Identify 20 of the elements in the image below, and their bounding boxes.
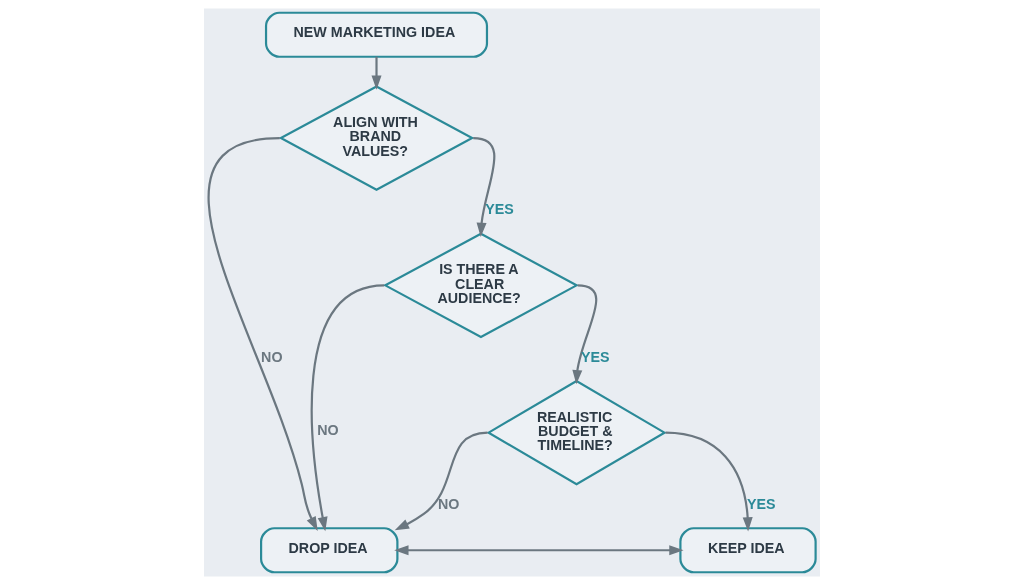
node-box: DROP IDEA — [260, 527, 399, 574]
arrow — [207, 136, 318, 531]
arrow — [473, 136, 496, 238]
node-diamond: ALIGN WITH BRAND VALUES? — [278, 85, 475, 191]
edge-label: YES — [746, 495, 776, 512]
edge-label: NO — [438, 495, 460, 512]
arrow — [394, 431, 488, 531]
edge-label: NO — [261, 348, 283, 365]
edge-label: YES — [485, 201, 514, 218]
node-diamond: IS THERE A CLEAR AUDIENCE? — [383, 232, 579, 339]
arrow — [371, 56, 382, 90]
arrow — [665, 431, 753, 532]
arrow — [572, 284, 598, 385]
arrow — [394, 545, 684, 556]
node-box: KEEP IDEA — [679, 527, 817, 574]
arrow — [310, 284, 385, 532]
node-box: NEW MARKETING IDEA — [264, 11, 489, 58]
node-diamond: REALISTIC BUDGET & TIMELINE? — [486, 379, 667, 486]
edge-label: NO — [317, 422, 339, 439]
edge-label: YES — [580, 348, 610, 365]
